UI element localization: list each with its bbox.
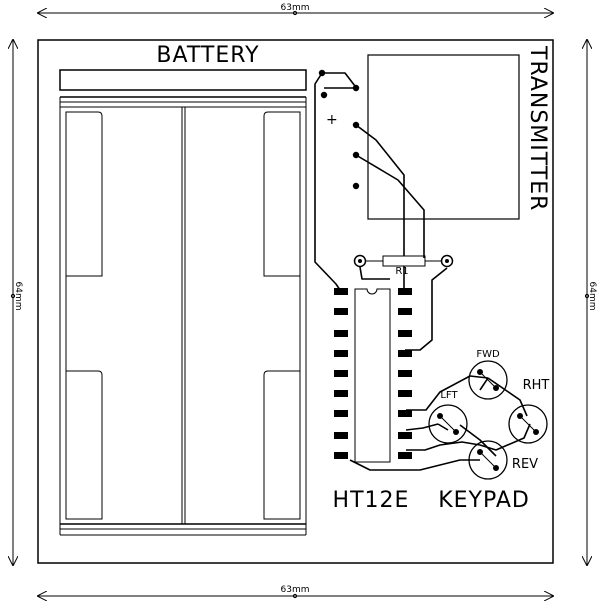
keypad-label: KEYPAD [438,488,530,513]
resistor-label: R1 [395,266,408,277]
chip-pads [334,288,412,459]
button-fwd [468,360,508,400]
chip-label: HT12E [333,488,410,513]
button-rev [468,440,508,480]
dimension-top-label: 63mm [281,3,310,13]
dimension-top: 63mm [38,3,553,15]
button-rht [508,404,548,444]
dimension-bottom-label: 63mm [281,585,310,595]
dimension-right-label: 64mm [587,282,597,311]
rev-label: REV [512,457,538,472]
board-outline [37,39,554,564]
fwd-label: FWD [476,349,500,360]
battery-holder [59,69,307,536]
plus-label: + [326,112,338,128]
battery-label: BATTERY [156,43,259,68]
transmitter-pads [318,69,360,190]
dimension-right: 64mm [585,40,597,565]
lft-label: LFT [440,390,458,401]
transmitter-label: TRANSMITTER [525,45,550,211]
dimension-left-label: 64mm [13,282,23,311]
rht-label: RHT [523,378,550,393]
transmitter-module [367,54,520,220]
button-lft [428,404,468,444]
dimension-left: 64mm [11,40,23,565]
ht12e-chip [354,288,391,463]
copper-traces [314,72,531,471]
dimension-bottom: 63mm [38,585,553,598]
